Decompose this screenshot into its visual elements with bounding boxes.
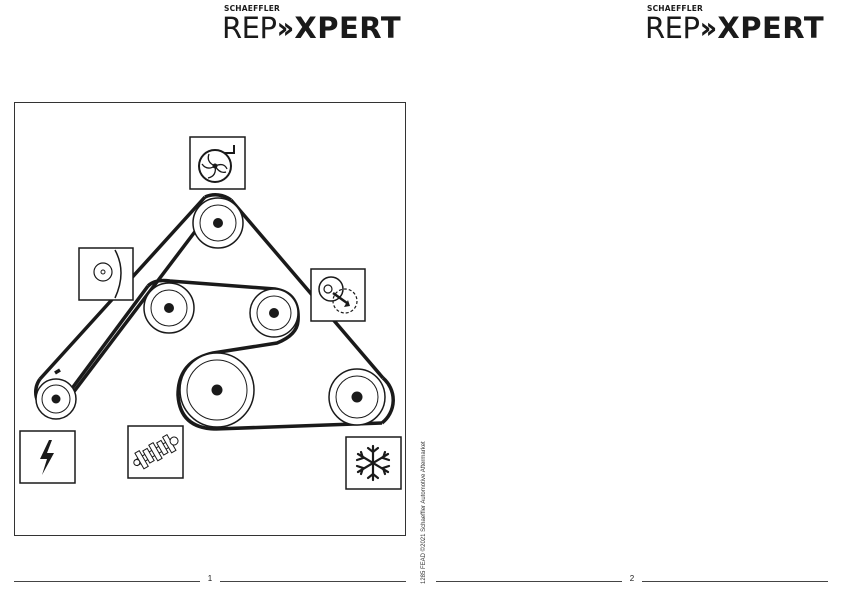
- repxpert-wordmark: REP››XPERT: [645, 13, 824, 44]
- logo-rep-text: REP: [645, 11, 700, 45]
- pulley-idler-1: [143, 282, 195, 334]
- logo-chevron: ››: [699, 11, 717, 45]
- belt-drive-diagram: [14, 102, 406, 536]
- schaeffler-wordmark: SCHAEFFLER: [224, 4, 281, 13]
- pulley-idler-2: [249, 288, 299, 338]
- repxpert-logo: SCHAEFFLER REP››XPERT: [645, 4, 842, 44]
- page-1: SCHAEFFLER REP››XPERT: [14, 4, 422, 586]
- pulley-alternator: [35, 378, 77, 420]
- crankshaft-icon: [127, 425, 184, 479]
- page-footer: 2: [436, 574, 828, 586]
- page-number: 1: [207, 574, 213, 583]
- belt-routing-svg: [19, 136, 402, 490]
- pulley-ac-compressor: [328, 368, 386, 426]
- lightning-icon: [19, 430, 76, 484]
- logo-chevron: ››: [276, 11, 294, 45]
- logo-rep-text: REP: [222, 11, 277, 45]
- footer-rule-left: [14, 581, 200, 582]
- repxpert-wordmark: REP››XPERT: [222, 13, 401, 44]
- logo-xpert-text: XPERT: [294, 11, 402, 45]
- idler-pulley-icon: [78, 247, 134, 301]
- pulley-crankshaft: [179, 352, 255, 428]
- snowflake-icon: [345, 436, 402, 490]
- tensioner-icon: [310, 268, 366, 322]
- logo-xpert-text: XPERT: [717, 11, 825, 45]
- water-pump-icon: [189, 136, 246, 190]
- footer-rule-left: [436, 581, 622, 582]
- pulley-water-pump: [192, 197, 244, 249]
- schaeffler-wordmark: SCHAEFFLER: [647, 4, 704, 13]
- page-2: SCHAEFFLER REP››XPERT 2: [421, 0, 842, 595]
- repxpert-logo: SCHAEFFLER REP››XPERT: [222, 4, 422, 44]
- footer-rule-right: [220, 581, 406, 582]
- footer-rule-right: [642, 581, 828, 582]
- page-footer: 1: [14, 574, 406, 586]
- page-number: 2: [629, 574, 635, 583]
